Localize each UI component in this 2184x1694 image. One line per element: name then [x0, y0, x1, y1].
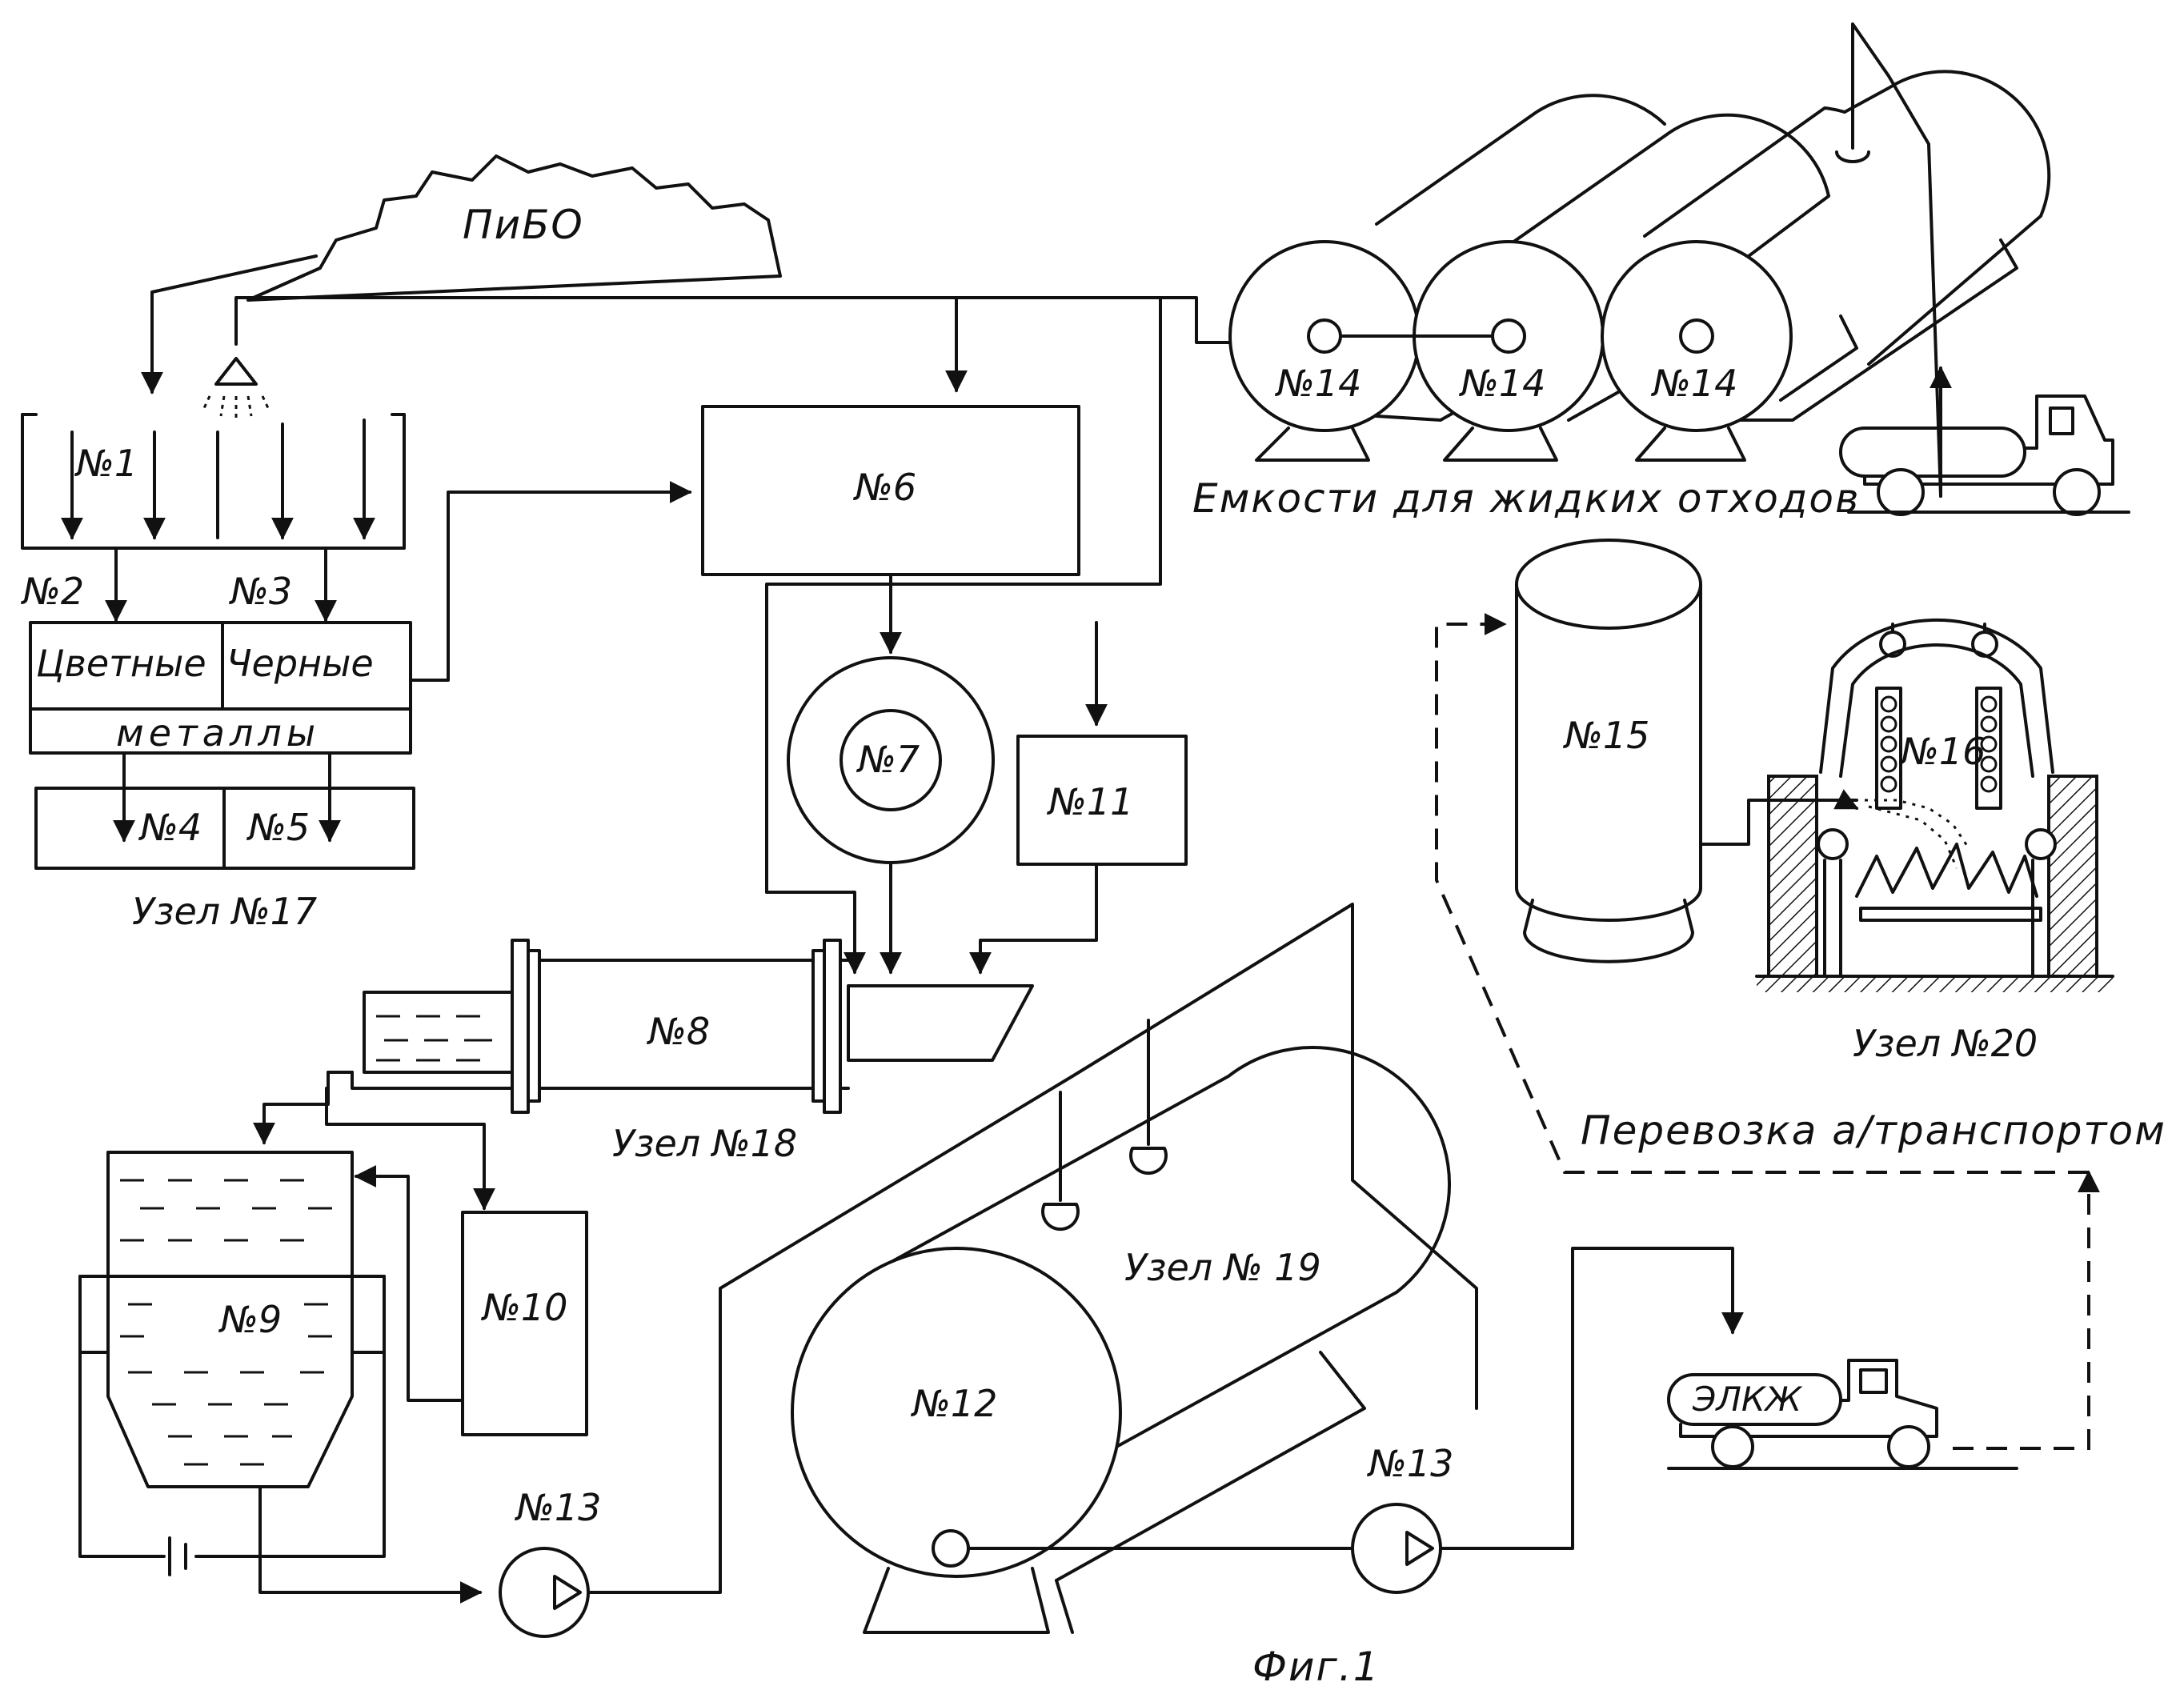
- pibo-pile: ПиБО: [152, 156, 780, 392]
- n3-label: №3: [228, 570, 292, 613]
- pump-13-right: №13: [1352, 1248, 1733, 1592]
- transport-route: Перевозка а/транспортом: [1437, 624, 2166, 1448]
- n12-label: №12: [910, 1382, 997, 1425]
- node-9: №9: [80, 1152, 480, 1592]
- node-11: №11: [980, 623, 1186, 972]
- node19-label: Узел № 19: [1124, 1246, 1321, 1289]
- node-7: №7: [788, 658, 993, 972]
- liquid-waste-tanks: №14 №14 №14 Емкости для жидких отходов: [1192, 24, 2049, 522]
- figure-caption: Фиг.1: [1252, 1644, 1381, 1690]
- node-18: №8 Узел №18: [264, 892, 1032, 1208]
- tanker-truck: [1841, 396, 2129, 515]
- node-19: №12 Узел № 19: [792, 1020, 1449, 1632]
- transport-label: Перевозка а/транспортом: [1581, 1107, 2166, 1154]
- n14-c-label: №14: [1650, 362, 1737, 405]
- elkzh-truck: ЭЛКЖ: [1669, 1360, 2017, 1468]
- n9-label: №9: [218, 1298, 282, 1341]
- spray-drops: [204, 396, 268, 420]
- n6-label: №6: [852, 466, 916, 509]
- n5-label: №5: [246, 806, 310, 849]
- n13-right-label: №13: [1366, 1442, 1453, 1485]
- elkzh-label: ЭЛКЖ: [1692, 1380, 1803, 1419]
- n14-a-label: №14: [1274, 362, 1361, 405]
- n4-label: №4: [138, 806, 202, 849]
- black-label: Черные: [226, 642, 374, 685]
- n16-label: №16: [1898, 730, 1986, 773]
- node-6: №6: [703, 406, 1079, 652]
- colored-label: Цветные: [36, 642, 206, 685]
- n14-b-label: №14: [1458, 362, 1545, 405]
- liquid-tanks-label: Емкости для жидких отходов: [1192, 475, 1860, 522]
- node-17: №1 №2 №3 Цветные Черные металлы №4 №5 Уз…: [20, 308, 414, 933]
- n2-label: №2: [20, 570, 84, 613]
- n15-label: №15: [1562, 714, 1649, 757]
- node17-label: Узел №17: [132, 890, 317, 933]
- n1-label: №1: [74, 442, 138, 485]
- node-20: №16 Узел №20: [1753, 620, 2113, 1065]
- n13-left-label: №13: [514, 1486, 601, 1529]
- n11-label: №11: [1046, 780, 1133, 823]
- n10-label: №10: [480, 1286, 567, 1329]
- main-pipeline: [236, 298, 1336, 892]
- metals-label: металлы: [116, 711, 320, 755]
- spray-dots-16: [1865, 800, 1969, 868]
- pibo-label: ПиБО: [463, 202, 584, 248]
- water-lines-8: [376, 1016, 492, 1060]
- n7-label: №7: [856, 738, 920, 781]
- node18-label: Узел №18: [612, 1122, 797, 1165]
- node-10: №10: [356, 1176, 587, 1435]
- node20-label: Узел №20: [1853, 1022, 2038, 1065]
- n8-label: №8: [646, 1010, 710, 1053]
